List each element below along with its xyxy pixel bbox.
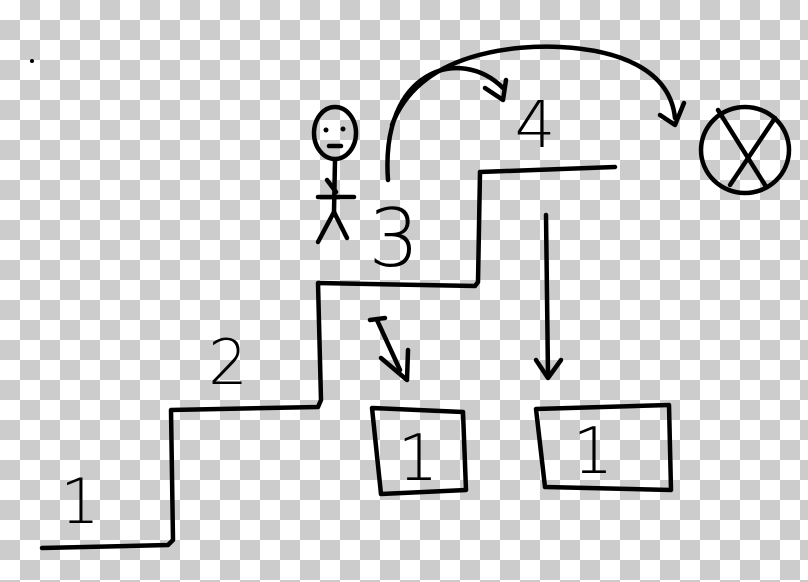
down-arrow-under-step-4: [533, 212, 564, 381]
box-right: 1: [533, 402, 674, 493]
step-label-2: 2: [208, 326, 247, 399]
staircase-outline: [39, 164, 618, 551]
stray-dot: [30, 59, 34, 63]
step-label-3: 3: [369, 192, 420, 285]
arrow-3-to-4: [385, 65, 509, 183]
step-label-1: 1: [60, 465, 99, 538]
down-arrow-under-step-3: [367, 315, 411, 383]
arrow-3-to-x: [389, 44, 687, 128]
circle-x-icon: [698, 104, 792, 196]
box-left: 1: [369, 405, 469, 497]
box-left-label: 1: [398, 422, 439, 496]
box-right-label: 1: [573, 415, 614, 489]
stick-figure-icon: [311, 104, 359, 245]
step-label-4: 4: [515, 89, 556, 163]
